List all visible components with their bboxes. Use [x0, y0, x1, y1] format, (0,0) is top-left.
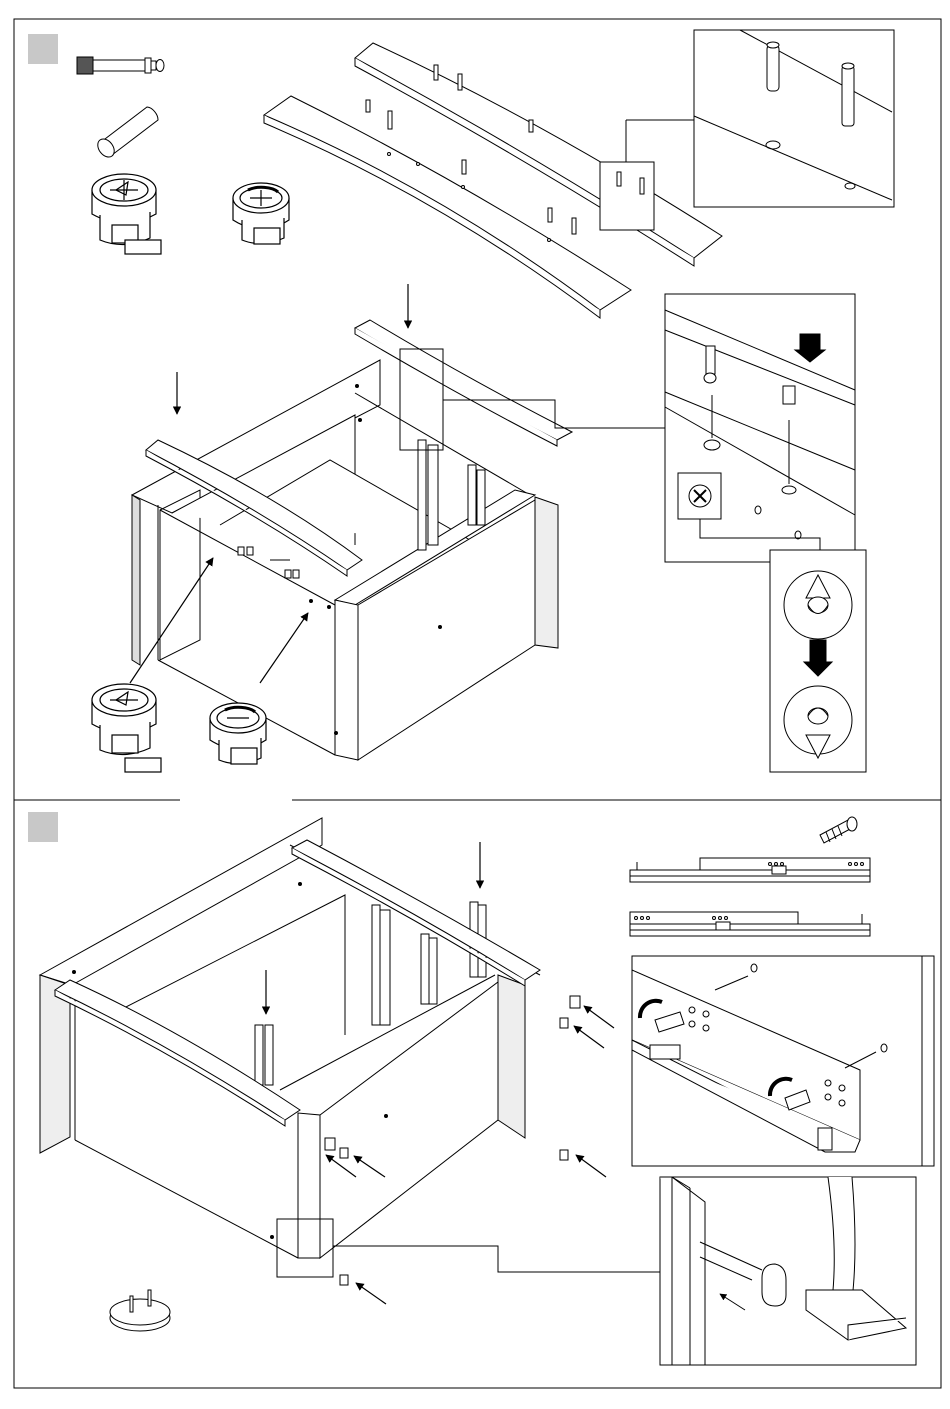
step-1	[28, 30, 894, 772]
top-rail-right-placed	[355, 320, 572, 446]
wooden-dowel-icon	[94, 107, 158, 160]
glide-hammer-detail	[660, 1177, 916, 1365]
drawer-slide-left-icon	[630, 858, 870, 882]
cam-lock-rotation-detail	[770, 550, 866, 772]
cabinet-carcass-step2	[40, 818, 540, 1258]
step-1-badge	[28, 34, 58, 64]
cam-lock-nut-rotated-icon	[233, 183, 289, 244]
cam-bolt-icon	[77, 57, 164, 74]
dowel-pin-detail	[600, 30, 894, 230]
top-rail-front	[264, 96, 631, 318]
cam-lock-nut-icon	[92, 174, 161, 254]
drawer-slide-screw-detail	[632, 956, 934, 1166]
euro-screw-icon	[820, 817, 857, 843]
drawer-slide-right-icon	[630, 912, 870, 936]
step-2	[28, 812, 934, 1365]
cam-lock-nut-lower-rotated-icon	[210, 703, 266, 764]
cam-lock-detail	[665, 294, 855, 562]
cam-lock-nut-lower-icon	[92, 684, 161, 772]
step-2-badge	[28, 812, 58, 842]
plastic-glide-icon	[110, 1290, 170, 1331]
